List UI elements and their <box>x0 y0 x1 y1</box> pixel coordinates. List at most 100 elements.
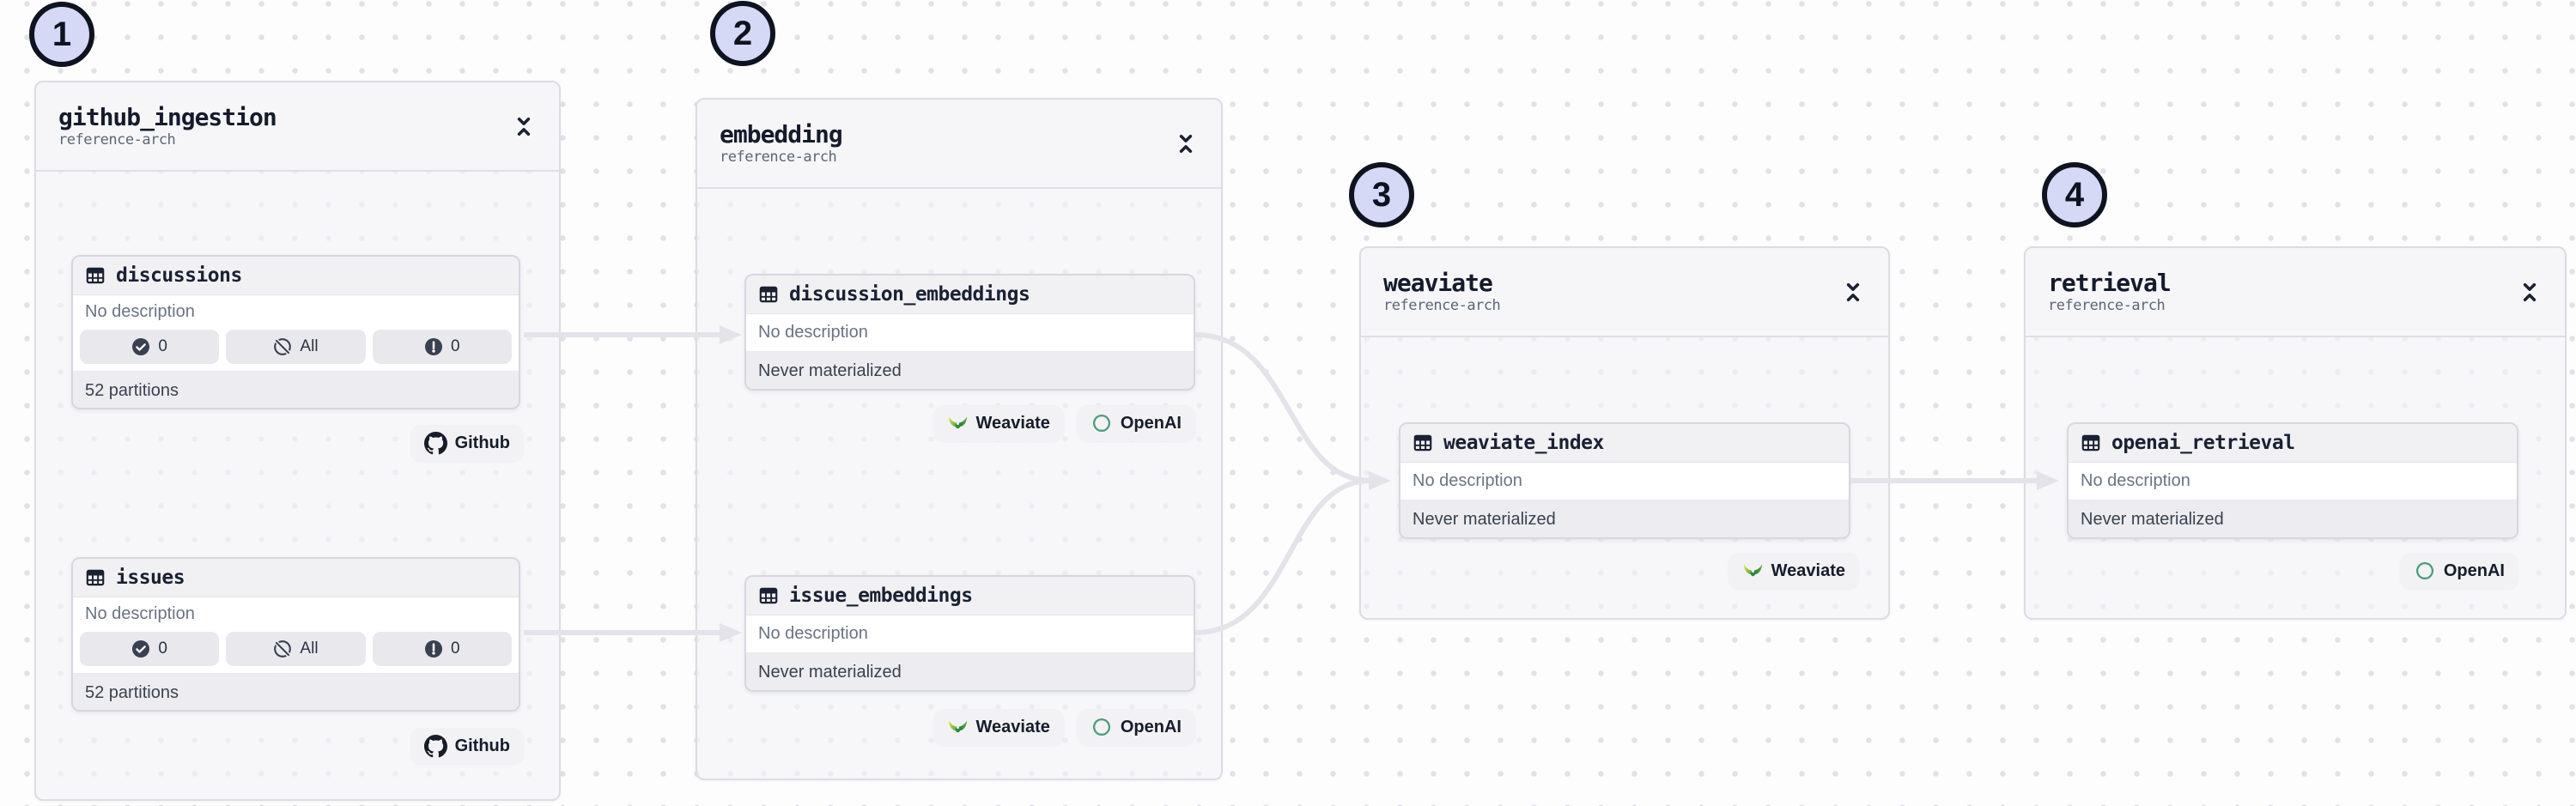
group-retrieval-header[interactable]: retrieval reference-arch <box>2026 248 2565 337</box>
slash-circle-icon <box>273 337 292 356</box>
kind-tags-row: Weaviate OpenAI <box>933 709 1195 745</box>
asset-description: No description <box>73 597 519 630</box>
openai-icon <box>1091 412 1113 434</box>
group-github-ingestion-header[interactable]: github_ingestion reference-arch <box>36 82 559 172</box>
asset-node-issues[interactable]: issues No description 0 All 0 52 partiti… <box>71 557 520 712</box>
asset-node-header: issues <box>73 559 519 597</box>
asset-description: No description <box>2069 463 2517 500</box>
asset-check-badges: 0 All 0 <box>73 630 519 674</box>
check-badge-label: All <box>300 639 319 658</box>
step-badge-4: 4 <box>2042 162 2107 227</box>
github-icon <box>424 735 447 758</box>
kind-tag-weaviate[interactable]: Weaviate <box>933 709 1064 745</box>
asset-node-issue-embeddings[interactable]: issue_embeddings No description Never ma… <box>744 575 1195 692</box>
collapse-vertical-icon <box>2520 281 2539 304</box>
check-badge-label: All <box>300 337 319 355</box>
asset-materialization-status: Never materialized <box>2069 500 2517 537</box>
openai-icon <box>2414 560 2436 582</box>
group-github-ingestion: github_ingestion reference-arch discussi… <box>34 81 561 801</box>
step-badge-4-label: 4 <box>2064 175 2085 214</box>
check-badge-passed[interactable]: 0 <box>80 632 220 666</box>
kind-tag-github[interactable]: Github <box>410 728 524 764</box>
group-embedding-titles: embedding reference-arch <box>720 120 843 166</box>
kind-tag-label: OpenAI <box>1120 717 1182 736</box>
group-title: github_ingestion <box>58 102 277 131</box>
collapse-group-button[interactable] <box>1173 129 1199 159</box>
kind-tag-openai[interactable]: OpenAI <box>1076 709 1195 745</box>
check-badge-missing[interactable]: All <box>226 330 366 364</box>
check-badge-passed[interactable]: 0 <box>80 330 220 364</box>
slash-circle-icon <box>273 639 292 658</box>
collapse-vertical-icon <box>1176 132 1195 155</box>
asset-name: weaviate_index <box>1443 432 1604 454</box>
kind-tag-openai[interactable]: OpenAI <box>2399 553 2518 589</box>
asset-name: issue_embeddings <box>789 585 973 607</box>
group-title: weaviate <box>1383 268 1493 297</box>
check-circle-icon <box>131 639 150 658</box>
check-badge-label: 0 <box>158 639 167 658</box>
alert-circle-icon <box>424 337 443 356</box>
table-icon <box>757 585 780 607</box>
weaviate-icon <box>947 718 969 736</box>
asset-partitions-status: 52 partitions <box>73 372 519 408</box>
group-subtitle: reference-arch <box>1383 297 1501 315</box>
asset-materialization-status: Never materialized <box>1400 500 1849 537</box>
asset-partitions-status: 52 partitions <box>73 674 519 710</box>
asset-node-discussion-embeddings[interactable]: discussion_embeddings No description Nev… <box>744 274 1195 391</box>
asset-node-openai-retrieval[interactable]: openai_retrieval No description Never ma… <box>2067 422 2518 539</box>
group-title: retrieval <box>2048 268 2172 297</box>
table-icon <box>757 283 780 306</box>
kind-tag-label: OpenAI <box>1120 413 1182 433</box>
step-badge-1-label: 1 <box>52 15 72 53</box>
kind-tag-label: Github <box>454 736 510 755</box>
weaviate-icon <box>1742 561 1764 580</box>
kind-tag-weaviate[interactable]: Weaviate <box>1728 553 1859 589</box>
asset-name: openai_retrieval <box>2111 432 2295 454</box>
group-github-ingestion-titles: github_ingestion reference-arch <box>58 102 277 148</box>
asset-name: discussion_embeddings <box>789 283 1030 306</box>
kind-tags-row: Weaviate OpenAI <box>933 405 1195 441</box>
kind-tag-label: Weaviate <box>1771 561 1845 580</box>
group-subtitle: reference-arch <box>2048 297 2166 315</box>
kind-tag-github[interactable]: Github <box>410 425 524 461</box>
asset-node-discussions[interactable]: discussions No description 0 All 0 52 pa… <box>71 255 520 409</box>
asset-description: No description <box>73 295 519 328</box>
kind-tag-label: Weaviate <box>975 413 1050 433</box>
weaviate-icon <box>947 414 969 433</box>
kind-tag-label: Weaviate <box>975 717 1050 736</box>
asset-check-badges: 0 All 0 <box>73 328 519 372</box>
table-icon <box>84 567 106 589</box>
asset-description: No description <box>746 314 1194 352</box>
collapse-vertical-icon <box>514 115 533 138</box>
alert-circle-icon <box>424 639 443 658</box>
check-badge-failed[interactable]: 0 <box>372 632 512 666</box>
asset-materialization-status: Never materialized <box>746 352 1194 389</box>
openai-icon <box>1091 716 1113 738</box>
step-badge-2-label: 2 <box>732 14 753 52</box>
check-badge-label: 0 <box>451 639 460 658</box>
asset-name: issues <box>116 567 185 589</box>
step-badge-3: 3 <box>1349 162 1414 227</box>
kind-tag-weaviate[interactable]: Weaviate <box>933 405 1064 441</box>
collapse-group-button[interactable] <box>1840 277 1866 307</box>
group-weaviate-header[interactable]: weaviate reference-arch <box>1361 248 1888 337</box>
collapse-group-button[interactable] <box>2517 277 2543 307</box>
check-circle-icon <box>131 337 150 356</box>
check-badge-failed[interactable]: 0 <box>372 330 512 364</box>
group-retrieval: retrieval reference-arch openai_retrieva… <box>2024 246 2567 620</box>
group-embedding-header[interactable]: embedding reference-arch <box>697 100 1221 189</box>
asset-node-weaviate-index[interactable]: weaviate_index No description Never mate… <box>1399 422 1850 539</box>
check-badge-missing[interactable]: All <box>226 632 366 666</box>
collapse-vertical-icon <box>1844 281 1862 304</box>
check-badge-label: 0 <box>451 337 460 355</box>
asset-node-header: discussions <box>73 257 519 295</box>
step-badge-1: 1 <box>29 2 94 67</box>
collapse-group-button[interactable] <box>511 112 537 142</box>
table-icon <box>1412 432 1434 454</box>
table-icon <box>84 264 106 287</box>
step-badge-3-label: 3 <box>1371 175 1392 214</box>
kind-tag-openai[interactable]: OpenAI <box>1076 405 1195 441</box>
group-retrieval-titles: retrieval reference-arch <box>2048 268 2172 315</box>
check-badge-label: 0 <box>158 337 167 355</box>
